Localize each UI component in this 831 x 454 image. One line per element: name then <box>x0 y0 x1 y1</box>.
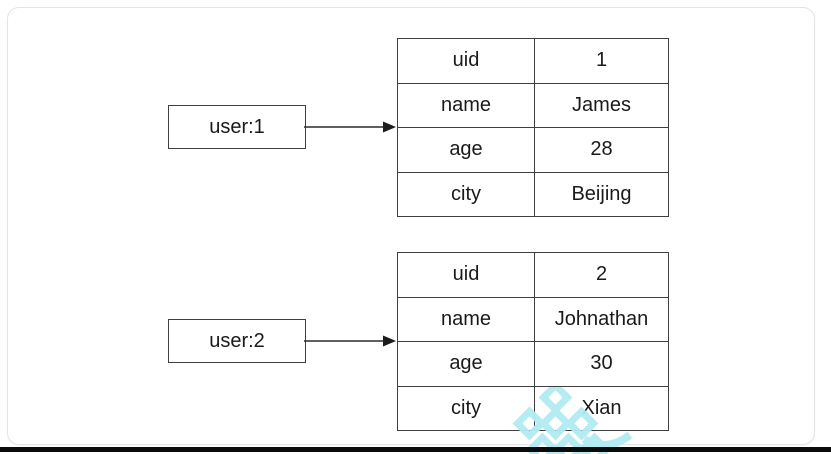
right-arrow-icon <box>304 335 396 347</box>
table-cell-value: 2 <box>535 253 668 298</box>
table-cell-value: Johnathan <box>535 298 668 342</box>
right-arrow-icon <box>304 121 396 133</box>
hash-table-user-1: uid 1 name James age 28 city Beijing <box>397 38 669 217</box>
table-cell-value: 28 <box>535 128 668 173</box>
key-box-user-2: user:2 <box>168 319 306 363</box>
table-cell-value: James <box>535 84 668 128</box>
bottom-bar <box>0 447 831 452</box>
diagram-canvas: user:1 uid 1 name James age 28 city Beij… <box>7 7 815 445</box>
hash-table-user-2: uid 2 name Johnathan age 30 city Xian <box>397 252 669 431</box>
table-cell-field: age <box>398 342 535 387</box>
table-cell-value: 30 <box>535 342 668 387</box>
table-cell-field: uid <box>398 39 535 84</box>
table-cell-field: city <box>398 172 535 216</box>
table-cell-field: age <box>398 128 535 173</box>
table-cell-value: Xian <box>581 396 622 419</box>
table-cell-field: uid <box>398 253 535 298</box>
table-cell-field: city <box>398 386 535 430</box>
key-label: user:1 <box>209 115 265 138</box>
table-cell-value: 1 <box>535 39 668 84</box>
key-box-user-1: user:1 <box>168 105 306 149</box>
table-cell-value: Beijing <box>571 182 632 205</box>
table-cell-field: name <box>398 83 535 128</box>
key-label: user:2 <box>209 329 265 352</box>
table-cell-field: name <box>398 297 535 342</box>
